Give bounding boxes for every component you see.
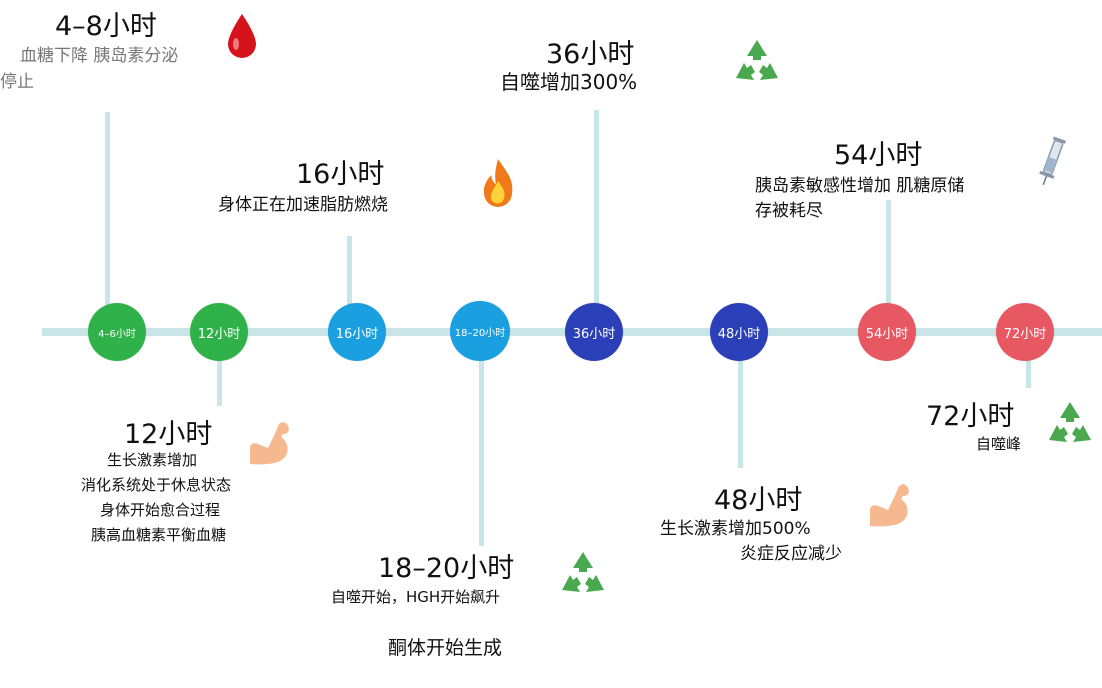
- timeline-node: 12小时: [190, 303, 248, 361]
- timeline-node: 4–6小时: [88, 303, 146, 361]
- callout-line: 胰高血糖素平衡血糖: [91, 526, 227, 544]
- connector-48: [738, 336, 743, 468]
- callout-title-12: 12小时: [124, 419, 213, 450]
- callout-line: 身体正在加速脂肪燃烧: [218, 195, 388, 215]
- callout-line: 停止: [0, 72, 34, 92]
- timeline-node: 36小时: [565, 303, 623, 361]
- callout-title-48: 48小时: [714, 485, 803, 516]
- callout-line: 生长激素增加500%: [660, 519, 811, 539]
- callout-title-36: 36小时: [546, 39, 635, 70]
- connector-18-20: [479, 336, 484, 546]
- callout-line: 消化系统处于休息状态: [81, 476, 232, 494]
- callout-title-16: 16小时: [296, 159, 385, 190]
- fire-icon: [480, 157, 516, 213]
- syringe-icon: [1036, 136, 1067, 192]
- callout-line: 胰岛素敏感性增加 肌糖原储: [755, 176, 965, 196]
- timeline-node: 54小时: [858, 303, 916, 361]
- callout-title-54: 54小时: [834, 140, 923, 171]
- callout-title-18-20: 18–20小时: [378, 553, 515, 584]
- connector-36: [594, 110, 599, 330]
- connector-54: [886, 200, 891, 330]
- callout-line: 生长激素增加: [107, 451, 198, 469]
- flexed-arm-icon: [246, 418, 294, 472]
- recycle-icon: [730, 36, 784, 94]
- callout-title-4-8: 4–8小时: [55, 11, 157, 42]
- flexed-arm-icon: [866, 480, 914, 534]
- timeline-node: 72小时: [996, 303, 1054, 361]
- callout-line: 酮体开始生成: [388, 637, 503, 659]
- callout-line: 炎症反应减少: [740, 544, 842, 564]
- callout-line: 自噬开始，HGH开始飙升: [331, 588, 501, 606]
- connector-12: [217, 336, 222, 406]
- callout-line: 存被耗尽: [755, 201, 823, 221]
- connector-4-6: [105, 112, 110, 330]
- timeline-node: 48小时: [710, 303, 768, 361]
- callout-title-72: 72小时: [926, 401, 1015, 432]
- callout-line: 自噬增加300%: [500, 70, 638, 94]
- recycle-icon: [1042, 398, 1098, 456]
- connector-16: [347, 236, 352, 330]
- blood-drop-icon: [225, 12, 259, 66]
- recycle-icon: [556, 548, 610, 606]
- callout-line: 自噬峰: [976, 435, 1022, 453]
- callout-line: 血糖下降 胰岛素分泌: [20, 46, 179, 66]
- timeline-node: 18–20小时: [450, 301, 510, 361]
- callout-line: 身体开始愈合过程: [100, 501, 221, 519]
- timeline-node: 16小时: [328, 303, 386, 361]
- connector-72: [1026, 336, 1031, 388]
